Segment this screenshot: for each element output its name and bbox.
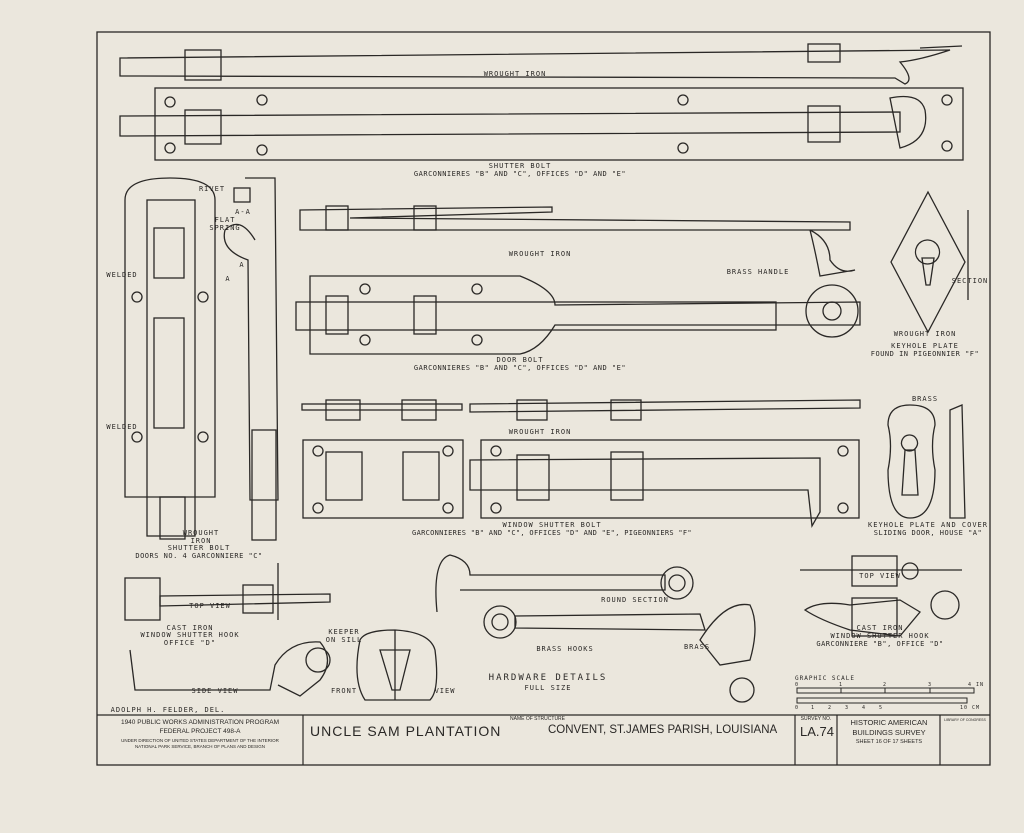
- label-brass-hasp: BRASS: [683, 643, 711, 651]
- label-keyhole-cover-title: KEYHOLE PLATE AND COVER: [868, 521, 988, 529]
- scale-cm-3: 3: [844, 705, 850, 711]
- label-window-bolt-title: WINDOW SHUTTER BOLT: [502, 521, 602, 529]
- label-welded-2: WELDED: [106, 423, 138, 431]
- title-block-lines: [97, 714, 990, 765]
- scale-cm-1: 1: [810, 705, 816, 711]
- graphic-scale-bars: [796, 687, 975, 704]
- window-shutter-hook-left-drawing: [124, 563, 331, 697]
- label-section-aa: A-A: [235, 208, 251, 216]
- label-brass-top: BRASS: [911, 395, 939, 403]
- scale-cm-2: 2: [827, 705, 833, 711]
- label-hook-left-sub: OFFICE "D": [163, 639, 217, 647]
- window-shutter-bolt-drawing: [301, 399, 861, 529]
- survey-no: LA.74: [800, 724, 834, 739]
- label-brass-handle: BRASS HANDLE: [726, 268, 790, 276]
- scale-cm-5: 5: [878, 705, 884, 711]
- label-side-view: SIDE VIEW: [191, 687, 239, 695]
- program-line3: UNDER DIRECTION OF UNITED STATES DEPARTM…: [121, 738, 279, 743]
- label-keyhole-sub: FOUND IN PIGEONNIER "F": [870, 350, 980, 358]
- label-keeper: KEEPER ON SILL: [325, 628, 363, 644]
- label-rivet: RIVET: [198, 185, 226, 193]
- label-hook-left-material: CAST IRON: [166, 624, 214, 632]
- program-line2: FEDERAL PROJECT 498-A: [159, 728, 241, 735]
- label-vertical-bolt-sub: DOORS NO. 4 GARCONNIERE "C": [135, 552, 263, 560]
- keyhole-plate-drawing: [890, 190, 969, 334]
- name-of-structure-label: NAME OF STRUCTURE: [510, 716, 565, 722]
- label-hook-left-title: WINDOW SHUTTER HOOK: [140, 631, 240, 639]
- program-line1: 1940 PUBLIC WORKS ADMINISTRATION PROGRAM: [120, 719, 280, 726]
- door-bolt-drawing: [295, 205, 861, 355]
- label-keyhole-material: WROUGHT IRON: [893, 330, 957, 338]
- label-top-view-left: TOP VIEW: [189, 602, 231, 610]
- structure-name: UNCLE SAM PLANTATION: [310, 723, 502, 739]
- label-section-a1: A: [239, 261, 245, 269]
- scale-cm-4: 4: [861, 705, 867, 711]
- brass-hooks-drawing: [435, 554, 756, 703]
- label-keyhole-section: SECTION: [951, 277, 989, 285]
- keeper-drawing: [356, 629, 438, 701]
- label-shutter-bolt-sub: GARCONNIERES "B" AND "C", OFFICES "D" AN…: [413, 170, 627, 178]
- label-door-bolt-title: DOOR BOLT: [496, 356, 544, 364]
- label-brass-hooks: BRASS HOOKS: [536, 645, 594, 653]
- scale-in-3: 3: [927, 682, 933, 688]
- location: CONVENT, ST.JAMES PARISH, LOUISIANA: [548, 724, 778, 736]
- graphic-scale-title: GRAPHIC SCALE: [795, 675, 855, 682]
- survey-no-label: SURVEY NO.: [800, 716, 832, 722]
- label-vertical-bolt-title: SHUTTER BOLT: [167, 544, 231, 552]
- label-vertical-material: WROUGHT IRON: [182, 529, 220, 545]
- agency-line1: HISTORIC AMERICAN: [850, 718, 928, 727]
- top-bolt-drawing: [119, 43, 963, 85]
- label-welded-1: WELDED: [106, 271, 138, 279]
- sheet-border: [96, 31, 991, 766]
- label-full-size: FULL SIZE: [524, 684, 572, 692]
- label-flat-spring: FLAT SPRING: [209, 216, 241, 232]
- shutter-bolt-plate-drawing: [119, 87, 964, 161]
- program-line4: NATIONAL PARK SERVICE, BRANCH OF PLANS A…: [134, 744, 266, 749]
- label-shutter-bolt-title: SHUTTER BOLT: [488, 162, 552, 170]
- label-keyhole-cover-sub: SLIDING DOOR, HOUSE "A": [873, 529, 983, 537]
- label-hook-right-sub: GARCONNIERE "B", OFFICE "D": [816, 640, 944, 648]
- label-hardware-details: HARDWARE DETAILS: [488, 673, 608, 683]
- vertical-shutter-bolt-drawing: [124, 177, 279, 541]
- agency-line2: BUILDINGS SURVEY: [852, 728, 926, 737]
- label-hook-right-title: WINDOW SHUTTER HOOK: [830, 632, 930, 640]
- scale-in-0: 0: [794, 682, 800, 688]
- label-top-view-right: TOP VIEW: [859, 572, 901, 580]
- label-door-bolt-sub: GARCONNIERES "B" AND "C", OFFICES "D" AN…: [413, 364, 627, 372]
- label-front: FRONT: [330, 687, 358, 695]
- scale-in-4: 4 IN: [967, 682, 985, 688]
- library-stamp: LIBRARY OF CONGRESS: [944, 718, 986, 722]
- label-view: VIEW: [434, 687, 456, 695]
- keyhole-cover-drawing: [887, 404, 966, 519]
- sheet-number: SHEET 16 OF 17 SHEETS: [855, 739, 923, 745]
- scale-in-1: 1: [838, 682, 844, 688]
- label-section-a2: A: [225, 275, 231, 283]
- label-door-material: WROUGHT IRON: [508, 250, 572, 258]
- label-hook-right-material: CAST IRON: [856, 624, 904, 632]
- label-window-bolt-sub: GARCONNIERES "B" AND "C", OFFICES "D" AN…: [412, 529, 692, 537]
- scale-cm-10: 10 CM: [959, 705, 981, 711]
- label-top-material: WROUGHT IRON: [483, 70, 547, 78]
- label-keyhole-title: KEYHOLE PLATE: [891, 342, 959, 350]
- window-shutter-hook-right-drawing: [800, 555, 962, 637]
- label-window-material: WROUGHT IRON: [508, 428, 572, 436]
- scale-cm-0: 0: [794, 705, 800, 711]
- scale-in-2: 2: [882, 682, 888, 688]
- label-delineator: ADOLPH H. FELDER, DEL.: [110, 706, 226, 714]
- label-round-section: ROUND SECTION: [601, 596, 669, 604]
